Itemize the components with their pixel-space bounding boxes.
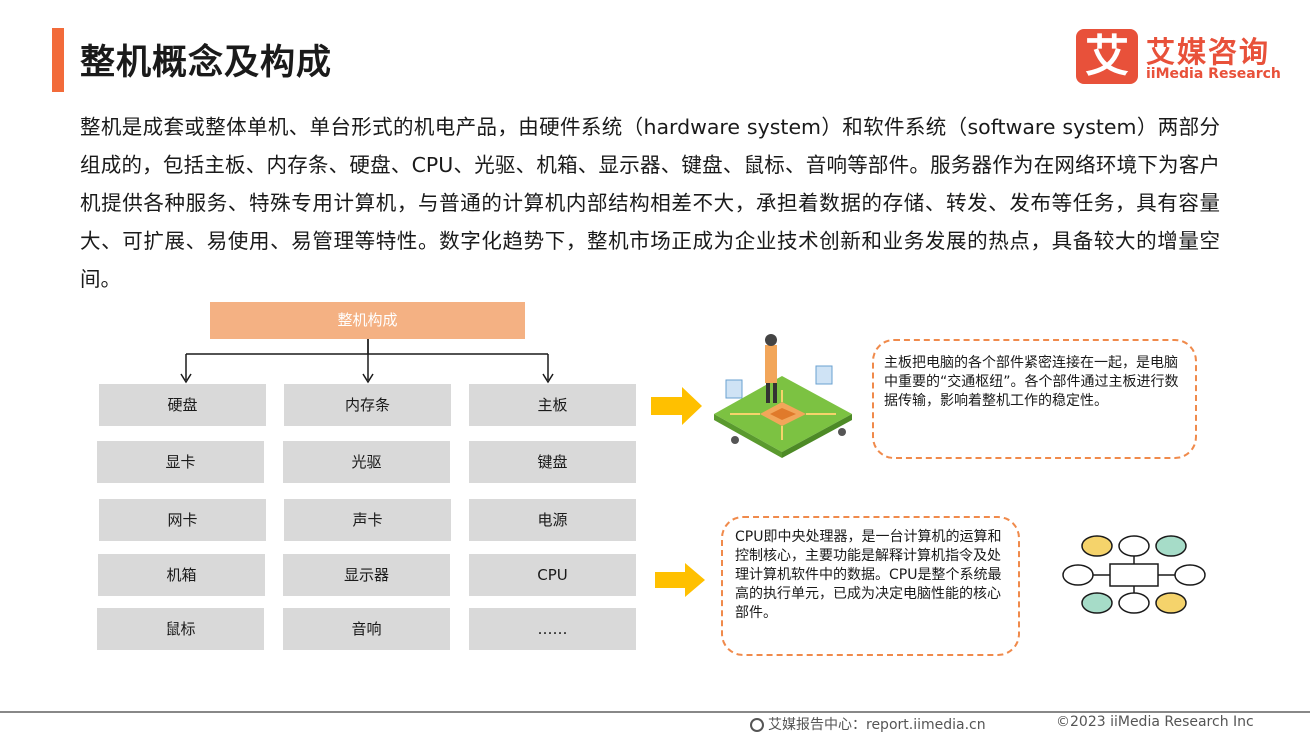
- brand-logo: 艾 艾媒咨询 iiMedia Research: [1076, 29, 1286, 87]
- logo-name-en: iiMedia Research: [1146, 66, 1281, 82]
- component-cell: 音响: [283, 608, 450, 650]
- globe-icon: [750, 718, 764, 732]
- component-cell: 显示器: [283, 554, 450, 596]
- title-accent-bar: [52, 28, 64, 92]
- intro-paragraph: 整机是成套或整体单机、单台形式的机电产品，由硬件系统（hardware syst…: [80, 115, 1220, 291]
- component-cell: 硬盘: [99, 384, 266, 426]
- arrow-right-icon: [651, 387, 702, 425]
- cpu-diagram-icon: [1062, 535, 1206, 614]
- component-cell: 内存条: [284, 384, 451, 426]
- circuit-board-illustration: [714, 334, 852, 458]
- footer-copyright: ©2023 iiMedia Research Inc: [1056, 714, 1254, 730]
- page-title: 整机概念及构成: [80, 43, 333, 83]
- component-cell: 主板: [469, 384, 636, 426]
- component-cell: 光驱: [283, 441, 450, 483]
- logo-mark: 艾: [1076, 29, 1138, 84]
- footer-source[interactable]: 艾媒报告中心：report.iimedia.cn: [750, 714, 986, 734]
- component-cell: 鼠标: [97, 608, 264, 650]
- component-cell: 电源: [469, 499, 636, 541]
- footer-source-text[interactable]: 艾媒报告中心：report.iimedia.cn: [768, 717, 986, 733]
- component-cell: 机箱: [98, 554, 265, 596]
- component-cell: CPU: [469, 554, 636, 596]
- component-cell: 键盘: [469, 441, 636, 483]
- arrow-right-icon: [655, 563, 705, 597]
- footer-divider: [0, 711, 1310, 713]
- component-cell: 声卡: [284, 499, 451, 541]
- logo-name-cn: 艾媒咨询: [1146, 35, 1271, 69]
- diagram-root-box: 整机构成: [210, 302, 525, 339]
- component-cell: 网卡: [99, 499, 266, 541]
- component-cell: ……: [469, 608, 636, 650]
- motherboard-callout: 主板把电脑的各个部件紧密连接在一起，是电脑中重要的“交通枢纽”。各个部件通过主板…: [872, 339, 1197, 459]
- cpu-callout: CPU即中央处理器，是一台计算机的运算和控制核心，主要功能是解释计算机指令及处理…: [721, 516, 1020, 656]
- component-cell: 显卡: [97, 441, 264, 483]
